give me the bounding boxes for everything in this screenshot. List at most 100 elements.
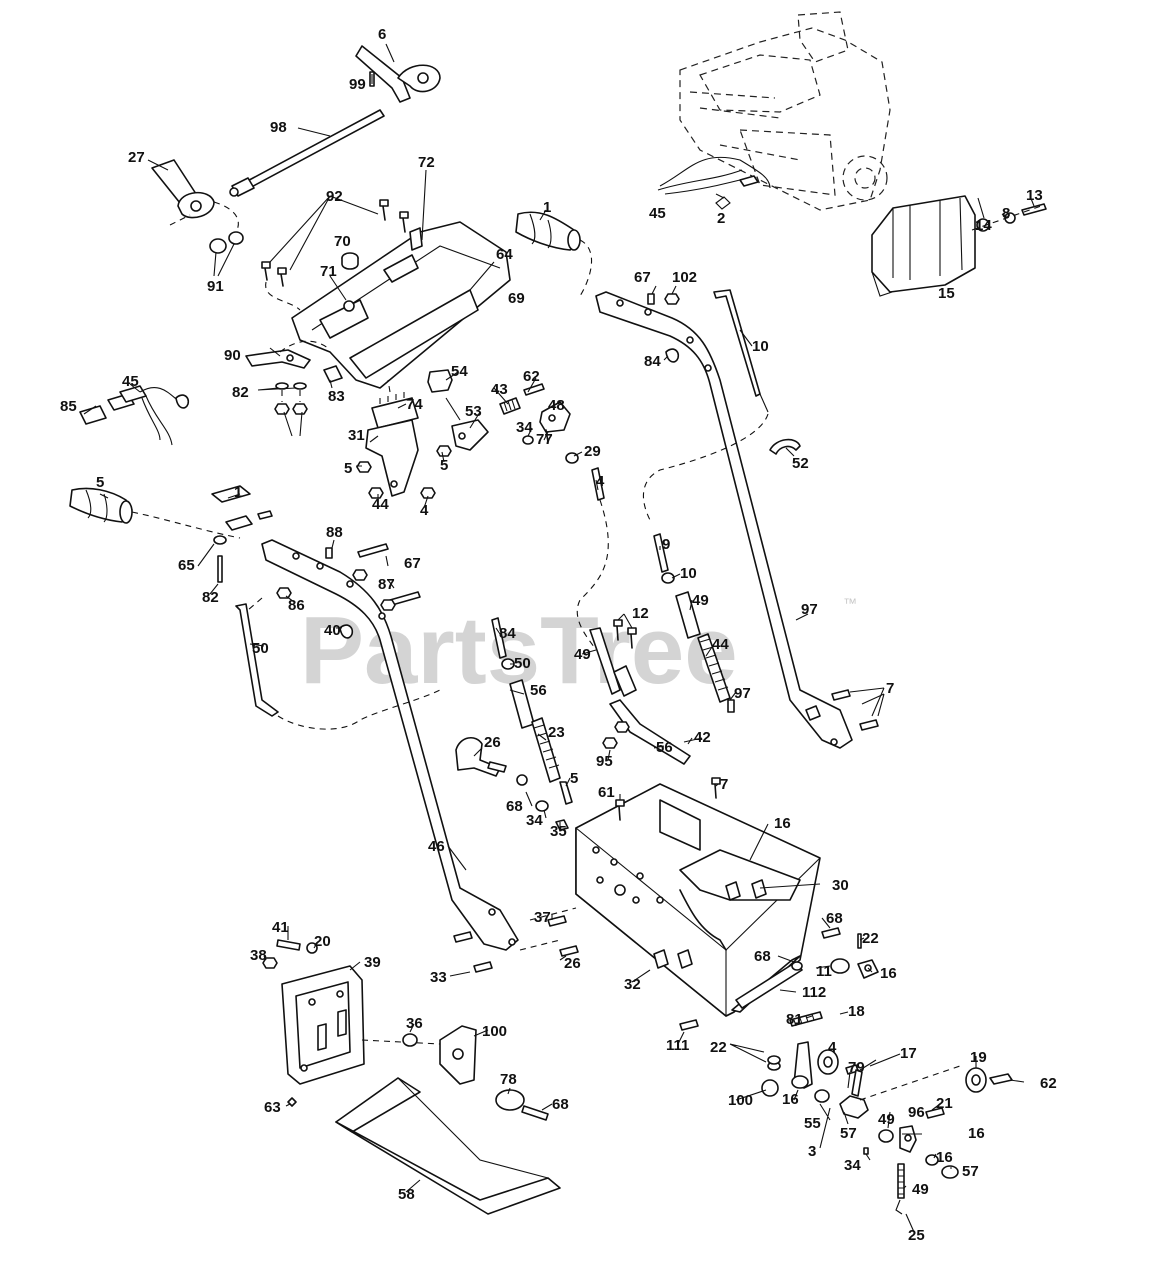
- callout-label: 37: [534, 909, 551, 926]
- bracket-90: [245, 340, 331, 369]
- callout-label: 97: [734, 685, 751, 702]
- callout-label: 4: [420, 502, 429, 519]
- callout-label: 38: [250, 947, 267, 964]
- bushings-91: [209, 231, 244, 254]
- rod-44: [576, 467, 621, 695]
- callout-label: 39: [364, 954, 381, 971]
- bracket-31: [365, 419, 419, 497]
- callout-label: 49: [692, 592, 709, 609]
- callout-label: 55: [804, 1115, 821, 1132]
- bolts-26-right: [831, 689, 885, 731]
- hardware-67-65-82-9-left: [276, 543, 421, 611]
- callout-label: 1: [543, 199, 551, 216]
- callout-label: 4: [828, 1039, 837, 1056]
- callout-label: 50: [252, 640, 269, 657]
- callout-label: 87: [378, 576, 395, 593]
- bracket-53: [451, 419, 489, 451]
- callout-label: 12: [632, 605, 649, 622]
- hardware-67-102: [647, 293, 680, 305]
- callout-label: 57: [840, 1125, 857, 1142]
- screw-62: [523, 383, 545, 396]
- callout-label: 41: [272, 919, 289, 936]
- callout-label: 17: [900, 1045, 917, 1062]
- linkage-right: [602, 533, 735, 765]
- callout-label: 49: [878, 1111, 895, 1128]
- callout-label: 69: [508, 290, 525, 307]
- callout-label: 30: [832, 877, 849, 894]
- cable-10-upper: [713, 289, 769, 413]
- callout-label: 45: [122, 373, 139, 390]
- callout-label: 81: [786, 1011, 803, 1028]
- callout-label: 1: [234, 484, 242, 501]
- bracket-111: [361, 1025, 477, 1085]
- callout-label: 6: [378, 26, 386, 43]
- callout-label: 45: [649, 205, 666, 222]
- engine-outline: [679, 11, 891, 211]
- knob-70: [341, 252, 359, 270]
- plate-11: [281, 965, 365, 1085]
- callout-label: 100: [728, 1092, 753, 1109]
- bushing-16-32: [830, 958, 879, 979]
- connector-85: [79, 405, 107, 425]
- callout-label: 10: [680, 565, 697, 582]
- handle-30: [261, 539, 519, 951]
- bushing-100-96: [495, 1089, 549, 1121]
- callout-label: 46: [428, 838, 445, 855]
- callout-label: 95: [596, 753, 613, 770]
- spring-43: [499, 397, 521, 415]
- callout-label: 44: [372, 496, 389, 513]
- watermark-trademark: ™: [843, 595, 857, 611]
- callout-label: 34: [526, 812, 543, 829]
- callout-label: 58: [398, 1186, 415, 1203]
- clip-83: [323, 365, 343, 383]
- callout-label: 50: [514, 655, 531, 672]
- cable-50-left: [235, 597, 441, 730]
- callout-label: 42: [694, 729, 711, 746]
- wire-harness-top: [657, 156, 771, 195]
- cable-52-path: [642, 413, 769, 521]
- callout-label: 32: [624, 976, 641, 993]
- callout-label: 68: [754, 948, 771, 965]
- bushing-100-top: [402, 1033, 418, 1047]
- callout-label: 65: [178, 557, 195, 574]
- callout-label: 68: [552, 1096, 569, 1113]
- idler-assembly: [761, 1011, 1013, 1215]
- callout-label: 16: [936, 1149, 953, 1166]
- callout-label: 72: [418, 154, 435, 171]
- grip-1-left: [69, 487, 241, 539]
- clip-52: [769, 438, 801, 455]
- callout-label: 3: [808, 1143, 816, 1160]
- callout-label: 20: [314, 933, 331, 950]
- knob-84-left: [339, 624, 354, 639]
- callout-label: 5: [440, 457, 448, 474]
- callout-label: 88: [326, 524, 343, 541]
- callout-label: 14: [975, 217, 992, 234]
- callout-label: 82: [202, 589, 219, 606]
- callout-label: 83: [328, 388, 345, 405]
- callout-label: 67: [404, 555, 421, 572]
- callout-label: 54: [451, 363, 468, 380]
- callout-label: 43: [491, 381, 508, 398]
- callout-label: 35: [550, 823, 567, 840]
- callout-label: 25: [908, 1227, 925, 1244]
- hardware-82-5-left: [274, 382, 308, 415]
- callout-label: 27: [128, 149, 145, 166]
- callout-label: 5: [570, 770, 578, 787]
- callout-label: 31: [348, 427, 365, 444]
- pin-77: [545, 429, 549, 443]
- shaft-98: [229, 109, 385, 197]
- callout-label: 7: [886, 680, 894, 697]
- callout-label: 16: [880, 965, 897, 982]
- knob-54: [427, 369, 453, 393]
- callout-label: 68: [826, 910, 843, 927]
- callout-label: 68: [506, 798, 523, 815]
- callout-label: 78: [500, 1071, 517, 1088]
- callout-label: 64: [496, 246, 513, 263]
- callout-label: 26: [484, 734, 501, 751]
- callout-label: 4: [596, 473, 605, 490]
- callout-label: 18: [848, 1003, 865, 1020]
- callout-label: 92: [326, 188, 343, 205]
- lever-27: [151, 159, 239, 241]
- callout-label: 34: [844, 1157, 861, 1174]
- wire-harness-45: [107, 385, 190, 446]
